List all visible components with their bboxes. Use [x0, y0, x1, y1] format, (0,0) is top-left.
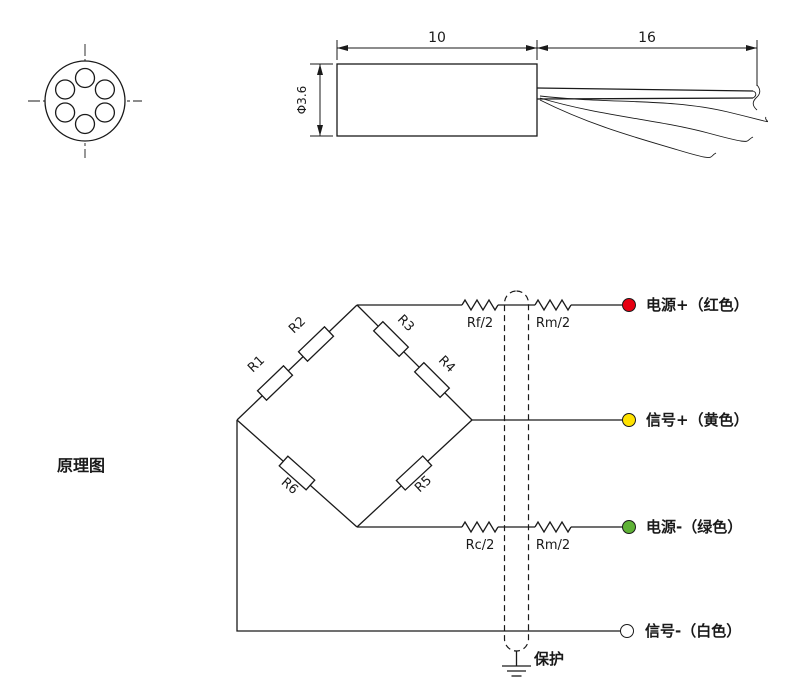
bridge-circuit: R1 R2 R3 R4 R6 R5 Rf/2 Rm/2 电源+（红色） 信号+（… [236, 290, 749, 677]
dimension-body-length: 10 [336, 30, 538, 60]
resistor-label-r4: R4 [435, 353, 458, 376]
wire-power-plus: Rf/2 Rm/2 电源+（红色） [357, 296, 749, 331]
terminal-label-power-minus: 电源-（绿色） [646, 518, 742, 536]
resistor-label-rm2-top: Rm/2 [536, 316, 570, 331]
arrowhead-right [746, 45, 757, 51]
loose-wire [539, 99, 717, 158]
bolt-hole [74, 67, 96, 89]
dimension-diameter: Φ3.6 [295, 63, 333, 137]
bolt-hole [74, 113, 96, 135]
end-view-outline [44, 60, 126, 142]
arrowhead-bottom [317, 125, 323, 136]
bolt-hole [94, 79, 116, 100]
resistor-r5 [395, 455, 433, 491]
cable [536, 84, 769, 158]
terminal-dot-power-minus [622, 520, 636, 534]
resistor-body [297, 325, 335, 363]
cable-break-squiggle [752, 84, 761, 111]
shield: 保护 [502, 290, 564, 677]
resistor-r1 [256, 364, 294, 402]
resistor-zigzag-rm2-bottom [534, 520, 572, 534]
resistor-body [256, 364, 294, 402]
arrowhead-left [337, 45, 348, 51]
resistor-body [413, 361, 451, 399]
terminal-label-power-plus: 电源+（红色） [646, 296, 749, 314]
dimension-cable-length: 16 [537, 30, 758, 86]
resistor-r4 [413, 361, 451, 399]
dimension-value-diameter: Φ3.6 [295, 86, 309, 115]
resistor-label-rm2-bottom: Rm/2 [536, 538, 570, 553]
resistor-r6 [278, 455, 316, 491]
resistor-body [395, 455, 433, 491]
terminal-dot-signal-plus [622, 413, 636, 427]
bolt-hole [54, 102, 76, 123]
shield-label: 保护 [533, 650, 564, 668]
arrowhead-right [526, 45, 537, 51]
sensor-body [336, 63, 538, 137]
resistor-body [372, 320, 410, 358]
bridge-edge-upper-left [236, 304, 358, 421]
resistor-body [278, 455, 316, 491]
resistor-label-r3: R3 [394, 312, 417, 335]
resistor-label-r2: R2 [286, 314, 309, 337]
resistor-r3 [372, 320, 410, 358]
resistor-label-rc2: Rc/2 [466, 538, 495, 553]
terminal-dot-signal-minus [620, 624, 634, 638]
cable-end-break [752, 90, 757, 99]
end-view [28, 44, 142, 158]
wire-power-minus: Rc/2 Rm/2 电源-（绿色） [357, 518, 742, 553]
bridge-edge-upper-right [356, 304, 473, 421]
terminal-dot-power-plus [622, 298, 636, 312]
resistor-label-rf2: Rf/2 [467, 316, 493, 331]
loose-wire [539, 95, 769, 123]
dimension-value-body: 10 [428, 30, 446, 46]
terminal-label-signal-minus: 信号-（白色） [645, 622, 741, 640]
arrowhead-top [317, 64, 323, 75]
wire-signal-plus: 信号+（黄色） [472, 411, 749, 429]
resistor-zigzag-rm2-top [534, 298, 572, 312]
bolt-hole [94, 102, 116, 123]
schematic-title: 原理图 [57, 456, 105, 475]
resistor-zigzag-rc2 [461, 520, 499, 534]
loose-wire [539, 97, 754, 142]
arrowhead-left [537, 45, 548, 51]
cable-top-edge [536, 87, 754, 92]
side-view: 10 16 Φ3.6 [295, 30, 769, 158]
shield-capsule [503, 290, 530, 652]
terminal-label-signal-plus: 信号+（黄色） [646, 411, 749, 429]
wire-segment [236, 420, 621, 632]
resistor-r2 [297, 325, 335, 363]
resistor-zigzag-rf2 [461, 298, 499, 312]
dimension-value-cable: 16 [638, 30, 656, 46]
resistor-label-r1: R1 [245, 353, 268, 376]
wire-signal-minus: 信号-（白色） [236, 420, 741, 640]
bolt-hole [54, 79, 76, 100]
